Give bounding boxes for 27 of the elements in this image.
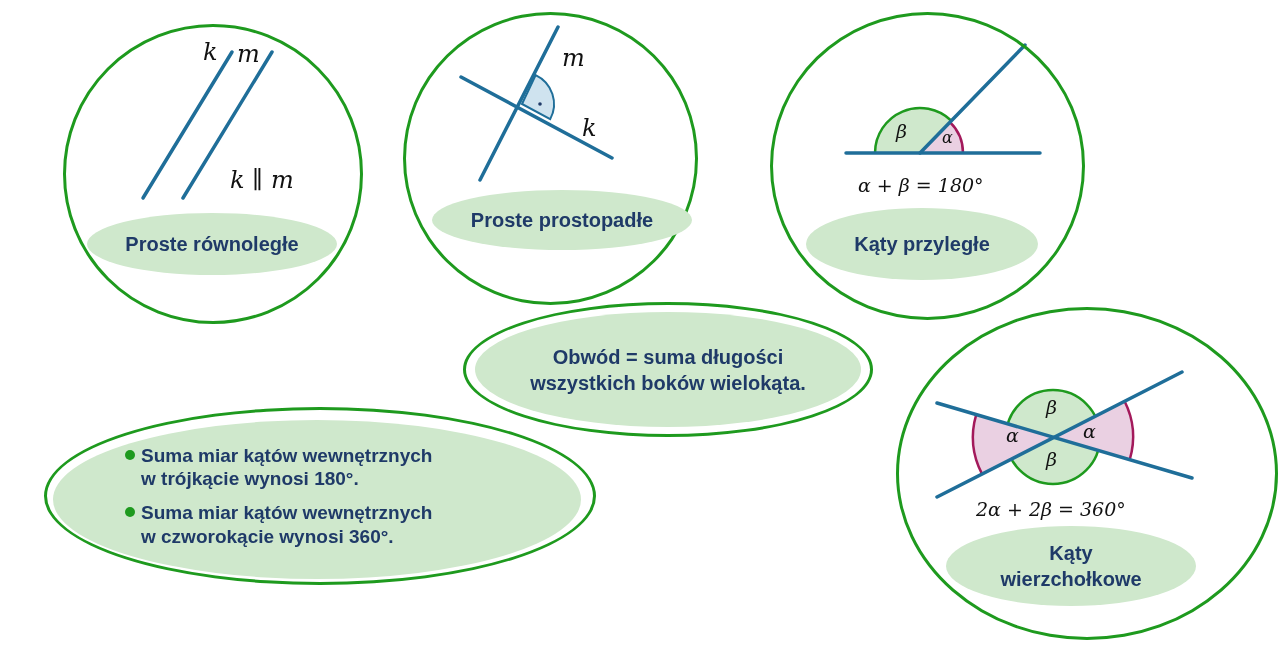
math-label: 2α + 2β = 360° [976,498,1126,520]
circle-outline [770,12,1085,320]
math-label: β [896,120,907,142]
math-label: k [203,38,218,66]
node-text: Proste równoległe [125,232,299,257]
bullet-text: Suma miar kątów wewnętrznych w trójkącie wynosi 180°. [125,443,443,491]
math-label: β [1046,396,1057,418]
math-label: m [237,40,260,68]
circle-outline [403,12,698,305]
math-label: α [1083,420,1096,442]
math-label: k [582,114,597,142]
node-text: Obwód = suma długości wszystkich boków wielokąta. [529,344,807,396]
node-text: Proste prostopadłe [470,208,654,233]
math-label: β [1046,448,1057,470]
math-label: k ∥ m [230,166,294,194]
node-text: Kąty przyległe [854,232,990,257]
info-ellipse [44,407,596,585]
math-label: α + β = 180° [858,174,984,196]
info-ellipse [463,302,873,437]
math-label: α [1006,424,1019,446]
circle-outline [63,24,363,324]
node-text: Kąty wierzchołkowe [999,541,1143,592]
math-label: m [562,44,585,72]
math-label: α [942,128,953,147]
label-pill [432,190,692,250]
circle-outline [896,307,1278,640]
bullet-text: Suma miar kątów wewnętrznych w czworokącie wynosi 360°. [125,501,443,549]
